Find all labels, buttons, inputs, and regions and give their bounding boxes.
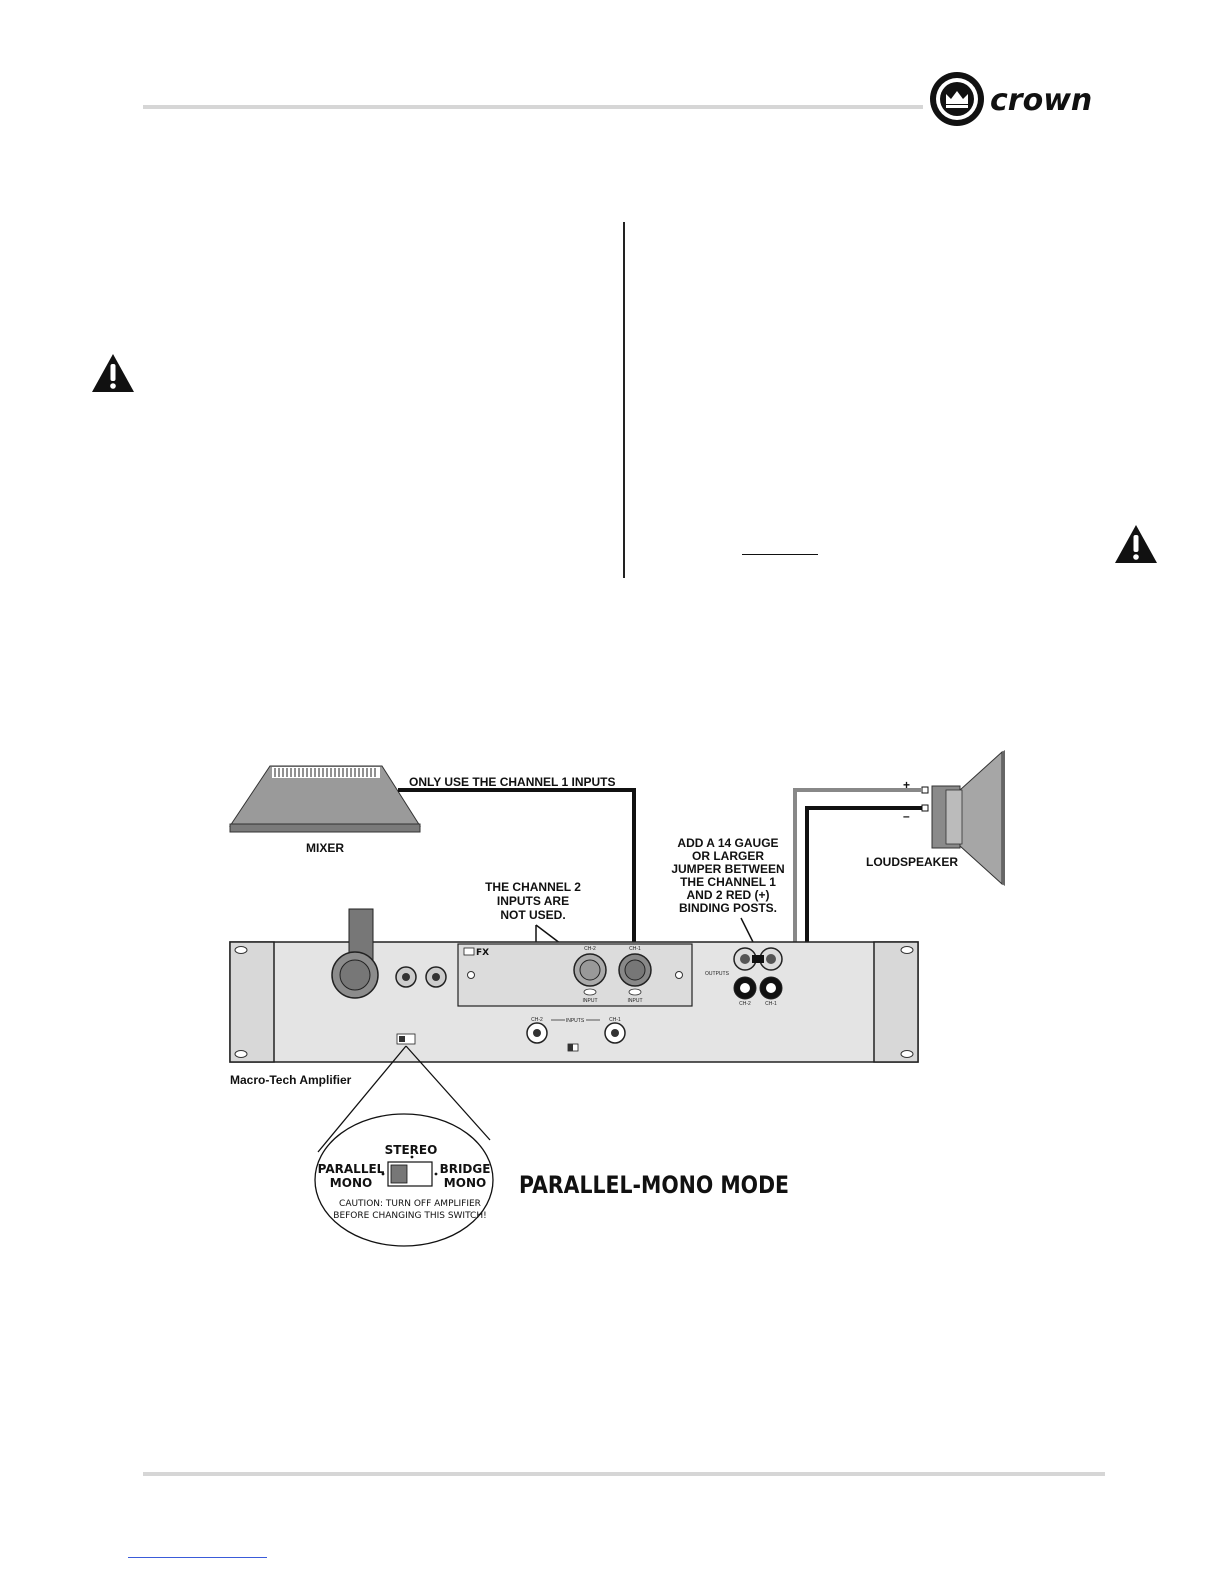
svg-text:THE CHANNEL 2: THE CHANNEL 2 — [485, 880, 581, 894]
svg-text:ADD A 14 GAUGE: ADD A 14 GAUGE — [677, 836, 778, 850]
crown-logo-mark: crown — [930, 72, 1092, 126]
parallel-mono-diagram: MIXER ONLY USE THE CHANNEL 1 INPUTS THE … — [229, 750, 1005, 1247]
svg-text:AND 2 RED (+): AND 2 RED (+) — [686, 888, 769, 902]
inputs-label: INPUTS — [566, 1018, 585, 1024]
card-ch1-label: CH-1 — [629, 946, 641, 952]
mixer-label: MIXER — [306, 841, 344, 855]
channel2-note: THE CHANNEL 2 INPUTS ARE NOT USED. — [485, 880, 581, 922]
svg-text:INPUTS ARE: INPUTS ARE — [497, 894, 569, 908]
amplifier-label: Macro-Tech Amplifier — [230, 1073, 352, 1087]
card-ch1-input-label: INPUT — [628, 998, 643, 1004]
jack-ch2-label: CH-2 — [531, 1017, 543, 1023]
column-divider — [623, 222, 625, 578]
speaker-wire-positive — [783, 788, 922, 961]
svg-text:THE CHANNEL 1: THE CHANNEL 1 — [680, 875, 776, 889]
minus-sign: – — [903, 809, 910, 823]
plus-sign: + — [903, 778, 910, 792]
mode-title: PARALLEL-MONO MODE — [519, 1171, 789, 1199]
switch-bridge-label: BRIDGE — [440, 1162, 491, 1176]
crown-logo: crown — [928, 70, 1118, 130]
output-ch2-label: CH-2 — [739, 1001, 751, 1007]
outputs-label: OUTPUTS — [705, 971, 730, 977]
header-rule — [143, 105, 923, 109]
jack-ch1-label: CH-1 — [609, 1017, 621, 1023]
switch-bridge-mono-label: MONO — [444, 1176, 486, 1190]
footer-link-underline[interactable] — [128, 1557, 267, 1558]
text-underline — [742, 554, 818, 555]
footer-rule — [143, 1472, 1105, 1476]
warning-triangle-icon — [92, 354, 134, 392]
card-label: FX — [476, 948, 489, 958]
card-ch2-label: CH-2 — [584, 946, 596, 952]
switch-parallel-label: PARALLEL — [318, 1162, 385, 1176]
mixer — [229, 765, 421, 833]
input-cable — [398, 788, 636, 962]
loudspeaker — [921, 750, 1005, 886]
output-ch1-label: CH-1 — [765, 1001, 777, 1007]
jumper-note: ADD A 14 GAUGE OR LARGER JUMPER BETWEEN … — [671, 836, 784, 915]
warning-triangle-icon — [1115, 525, 1157, 563]
card-ch2-input-label: INPUT — [583, 998, 598, 1004]
channel1-note: ONLY USE THE CHANNEL 1 INPUTS — [409, 775, 615, 789]
svg-text:JUMPER BETWEEN: JUMPER BETWEEN — [671, 862, 784, 876]
amplifier-panel — [229, 908, 919, 1063]
switch-stereo-label: STEREO — [385, 1143, 438, 1157]
switch-caution-line2: BEFORE CHANGING THIS SWITCH! — [333, 1211, 486, 1221]
loudspeaker-label: LOUDSPEAKER — [866, 855, 958, 869]
output-jumper — [752, 955, 764, 963]
svg-text:NOT USED.: NOT USED. — [500, 908, 565, 922]
switch-parallel-mono-label: MONO — [330, 1176, 372, 1190]
brand-name: crown — [990, 83, 1092, 118]
switch-caution-line1: CAUTION: TURN OFF AMPLIFIER — [339, 1199, 481, 1209]
svg-text:BINDING POSTS.: BINDING POSTS. — [679, 901, 777, 915]
switch-callout — [314, 1045, 494, 1247]
svg-text:OR LARGER: OR LARGER — [692, 849, 764, 863]
